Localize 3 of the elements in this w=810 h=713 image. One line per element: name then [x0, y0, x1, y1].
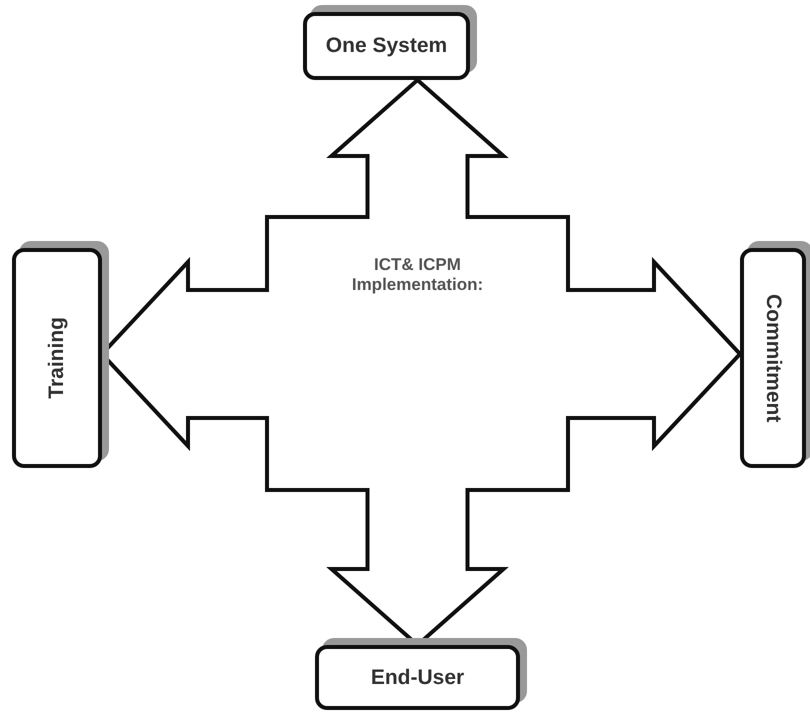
- center-panel: ICT& ICPM Implementation:: [265, 215, 570, 492]
- block-arrow: [564, 256, 743, 452]
- block-arrow: [326, 77, 509, 221]
